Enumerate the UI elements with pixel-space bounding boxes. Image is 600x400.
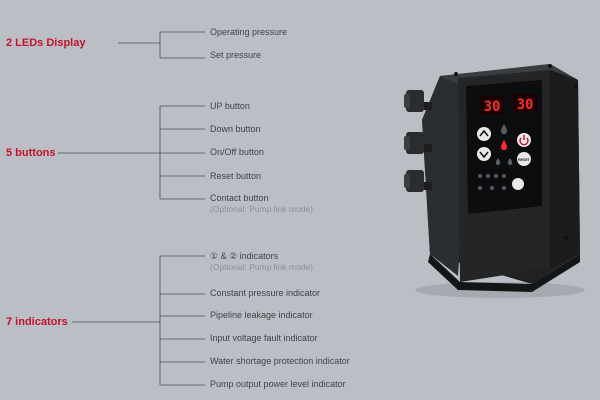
- cable-glands: [404, 90, 432, 192]
- item-input-voltage-fault: Input voltage fault indicator: [210, 333, 318, 344]
- item-label: UP button: [210, 101, 250, 111]
- screws: [454, 64, 578, 240]
- item-label: Set pressure: [210, 50, 262, 60]
- item-label: ① & ② indicators: [210, 251, 279, 261]
- device-left-side: [422, 76, 470, 276]
- led-display-right: [513, 94, 537, 112]
- contact-button[interactable]: [512, 178, 524, 190]
- section-label-buttons: 5 buttons: [6, 147, 56, 159]
- section-label-indicators: 7 indicators: [6, 316, 68, 328]
- item-down-button: Down button: [210, 124, 261, 135]
- item-pump-link-indicators: ① & ② indicators (Optional: Pump link mo…: [210, 251, 313, 273]
- item-label: Contact button: [210, 193, 269, 203]
- item-onoff-button: On/Off button: [210, 147, 264, 158]
- section-label-leds: 2 LEDs Display: [6, 37, 86, 49]
- led-display-right-value: 30: [517, 97, 534, 113]
- item-label: Pipeline leakage indicator: [210, 310, 313, 320]
- pump-controller-device: 30 30 RESET: [404, 64, 585, 298]
- up-button[interactable]: [477, 127, 491, 141]
- down-button[interactable]: [477, 147, 491, 161]
- item-label: On/Off button: [210, 147, 264, 157]
- status-indicator-dots: [478, 174, 506, 190]
- item-label: Operating pressure: [210, 27, 288, 37]
- item-sublabel: (Optional: Pump link mode): [210, 262, 313, 272]
- item-operating-pressure: Operating pressure: [210, 27, 287, 38]
- led-display-left-value: 30: [484, 99, 501, 115]
- reset-button[interactable]: RESET: [517, 152, 531, 166]
- item-water-shortage: Water shortage protection indicator: [210, 356, 350, 367]
- onoff-button[interactable]: [517, 133, 531, 147]
- item-pump-output-power: Pump output power level indicator: [210, 379, 346, 390]
- item-label: Water shortage protection indicator: [210, 356, 350, 366]
- reset-button-label: RESET: [518, 158, 531, 162]
- drop-indicators: [495, 124, 513, 165]
- item-label: Pump output power level indicator: [210, 379, 346, 389]
- device-right-side: [550, 70, 580, 268]
- led-display-left: [480, 96, 504, 114]
- callout-lines: [58, 31, 205, 386]
- item-label: Reset button: [210, 171, 262, 181]
- item-contact-button: Contact button (Optional: Pump link mode…: [210, 193, 313, 215]
- item-up-button: UP button: [210, 101, 250, 112]
- item-label: Constant pressure indicator: [210, 288, 321, 298]
- item-sublabel: (Optional: Pump link mode): [210, 204, 313, 214]
- item-pipeline-leakage: Pipeline leakage indicator: [210, 310, 313, 321]
- item-reset-button: Reset button: [210, 171, 261, 182]
- item-set-pressure: Set pressure: [210, 50, 261, 61]
- item-label: Input voltage fault indicator: [210, 333, 318, 343]
- item-constant-pressure: Constant pressure indicator: [210, 288, 320, 299]
- item-label: Down button: [210, 124, 261, 134]
- device-bottom-rim: [428, 254, 580, 292]
